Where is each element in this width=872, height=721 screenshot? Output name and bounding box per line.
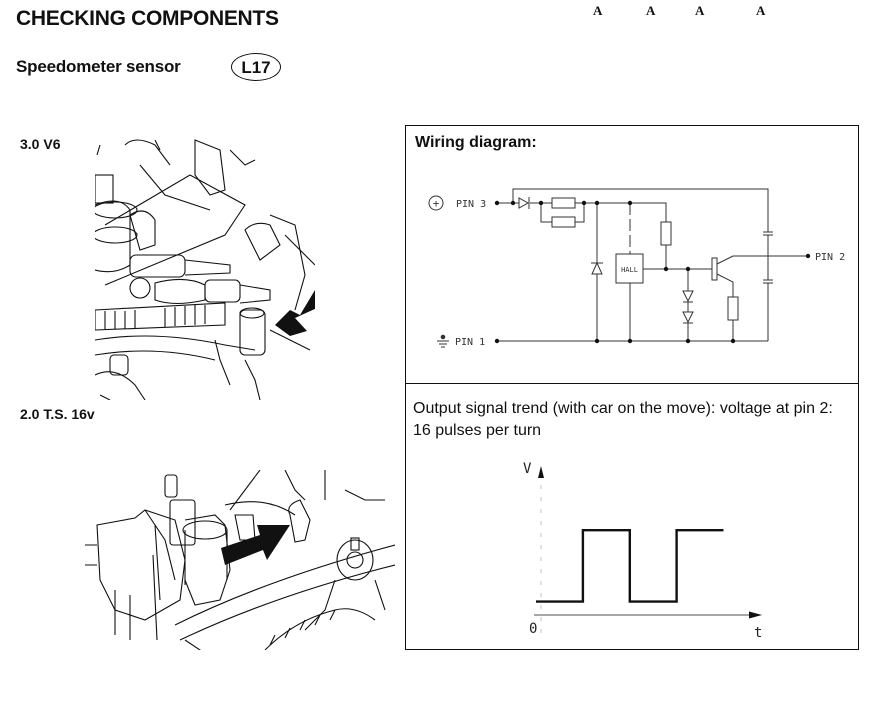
page-title: CHECKING COMPONENTS: [16, 7, 279, 30]
ground-icon: [437, 334, 449, 348]
capacitor-icon: [763, 279, 773, 284]
resistor-icon: [727, 296, 739, 321]
resistor-icon: [660, 221, 672, 246]
x-axis-arrow: [749, 611, 762, 619]
transistor-icon: [711, 257, 718, 281]
diode-icon: [518, 197, 530, 209]
resistor-icon: [551, 197, 576, 209]
x-origin-label: 0: [529, 621, 537, 637]
y-axis-arrow: [538, 466, 544, 478]
signal-description: Output signal trend (with car on the mov…: [413, 398, 858, 442]
pin2-label: PIN 2: [815, 252, 845, 263]
variant-label-ts16v: 2.0 T.S. 16v: [20, 406, 95, 422]
hall-label: HALL: [621, 266, 638, 274]
x-axis-label: t: [754, 625, 762, 641]
plus-symbol: +: [433, 197, 440, 210]
capacitor-icon: [763, 231, 773, 236]
engine-illustration-ts16v: [85, 470, 395, 650]
section-title: Speedometer sensor: [16, 57, 181, 76]
header-mark: A: [756, 3, 766, 18]
positive-terminal-icon: [428, 195, 444, 211]
wiring-diagram-title: Wiring diagram:: [415, 134, 537, 151]
output-signal-panel: Output signal trend (with car on the mov…: [405, 383, 859, 650]
y-axis-label: V: [523, 461, 532, 477]
component-code-badge: L17: [231, 53, 281, 81]
pin3-label: PIN 3: [456, 199, 486, 210]
pin1-label: PIN 1: [455, 337, 485, 348]
engine-illustration-v6: [95, 139, 315, 400]
zener-diode-icon: [591, 261, 603, 275]
signal-description-line1: Output signal trend (with car on the mov…: [413, 400, 833, 417]
signal-description-line2: 16 pulses per turn: [413, 422, 542, 439]
resistor-icon: [551, 216, 576, 228]
diode-icon: [682, 290, 694, 303]
signal-series-line: [536, 529, 724, 603]
variant-label-v6: 3.0 V6: [20, 136, 61, 152]
wiring-diagram: + PIN 3 HALL PIN 1 PIN 2: [428, 188, 845, 348]
header-mark: A: [695, 3, 705, 18]
diode-icon: [682, 311, 694, 324]
junction-dots: [494, 200, 811, 344]
header-mark: A: [646, 3, 656, 18]
output-signal-chart: V t 0: [523, 461, 762, 641]
header-mark: A: [593, 3, 603, 18]
